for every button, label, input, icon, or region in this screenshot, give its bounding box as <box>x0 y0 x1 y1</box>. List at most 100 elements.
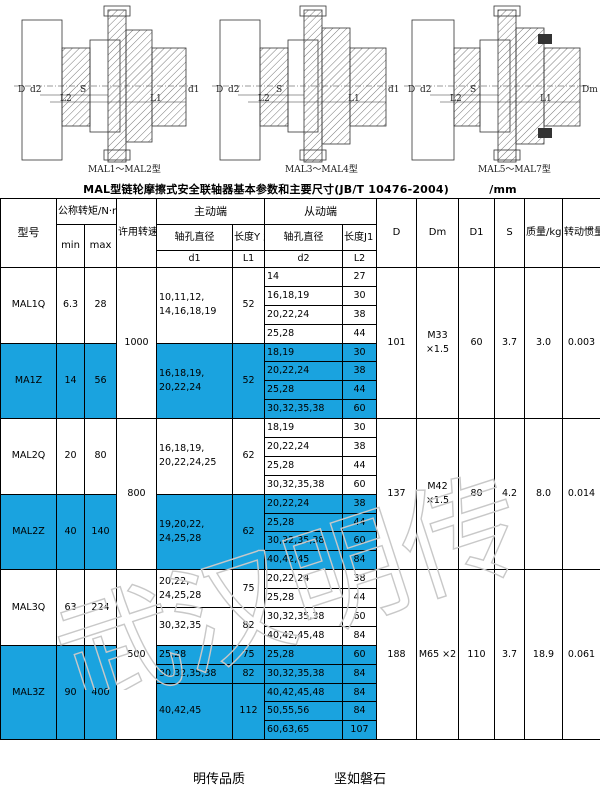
d2-cell: 40,42,45,48 <box>264 682 343 703</box>
diagram-caption-2: MAL3～MAL4型 <box>285 164 358 175</box>
L2-cell: 107 <box>342 720 377 741</box>
d2-cell: 25,28 <box>264 323 343 344</box>
d1-cell: 16,18,19, 20,22,24 <box>156 342 233 420</box>
svg-text:L2: L2 <box>450 94 462 104</box>
d2-cell: 50,55,56 <box>264 701 343 722</box>
L2-cell: 30 <box>342 418 377 439</box>
L2-cell: 60 <box>342 531 377 552</box>
d2-cell: 20,22,24 <box>264 361 343 382</box>
L1-cell: 82 <box>232 663 265 684</box>
d2-cell: 25,28 <box>264 380 343 401</box>
torque-min-cell: 40 <box>56 493 85 571</box>
diagram-caption-1: MAL1～MAL2型 <box>88 164 161 175</box>
L1-cell: 75 <box>232 569 265 609</box>
S-cell: 4.2 <box>494 418 525 571</box>
svg-text:d2: d2 <box>228 85 240 95</box>
Dm-cell: M33 ×1.5 <box>416 266 459 420</box>
L2-cell: 60 <box>342 474 377 495</box>
d2-cell: 30,32,35,38 <box>264 531 343 552</box>
d1-cell: 30,32,35,38 <box>156 663 233 684</box>
D-cell: 101 <box>376 266 417 420</box>
footer-slogan-right: 坚如磐石 <box>334 772 387 787</box>
d2-cell: 20,22,24 <box>264 569 343 590</box>
svg-text:S: S <box>276 85 282 95</box>
d2-cell: 20,22,24 <box>264 304 343 325</box>
S-cell: 3.7 <box>494 569 525 741</box>
diagram-mal5-mal7: D d2 S L2 L1 Dm MAL5～MAL7型 <box>404 5 598 175</box>
L2-cell: 44 <box>342 323 377 344</box>
svg-text:L2: L2 <box>258 94 270 104</box>
diagram-mal3-mal4: D d2 S L2 L1 d1 MAL3～MAL4型 <box>212 5 400 175</box>
D1-cell: 80 <box>458 418 495 571</box>
header-D: D <box>376 198 417 268</box>
torque-max-cell: 400 <box>84 644 117 741</box>
mass-cell: 3.0 <box>524 266 563 420</box>
D-cell: 137 <box>376 418 417 571</box>
torque-max-cell: 28 <box>84 267 117 344</box>
L2-cell: 60 <box>342 607 377 627</box>
L2-cell: 84 <box>342 663 377 684</box>
d1-cell: 16,18,19, 20,22,24,25 <box>156 418 233 495</box>
L2-cell: 30 <box>342 285 377 306</box>
speed-cell: 800 <box>116 418 157 571</box>
L2-cell: 84 <box>342 682 377 703</box>
d2-cell: 30,32,35,38 <box>264 607 343 627</box>
torque-min-cell: 6.3 <box>56 267 85 344</box>
L2-cell: 27 <box>342 267 377 287</box>
D1-cell: 60 <box>458 266 495 420</box>
L2-cell: 44 <box>342 455 377 476</box>
L2-cell: 44 <box>342 380 377 401</box>
L2-cell: 38 <box>342 569 377 590</box>
svg-text:L1: L1 <box>348 94 360 104</box>
L2-cell: 38 <box>342 493 377 514</box>
header-torque-max: max <box>84 224 117 268</box>
header-length-j1: 长度J1 型 <box>342 224 377 251</box>
d2-cell: 40,42,45 <box>264 550 343 571</box>
svg-text:L1: L1 <box>540 94 552 104</box>
d2-cell: 30,32,35,38 <box>264 399 343 420</box>
d1-cell: 19,20,22, 24,25,28 <box>156 493 233 571</box>
table-title: MAL型链轮摩擦式安全联轴器基本参数和主要尺寸(JB/T 10476-2004)… <box>83 183 517 196</box>
header-driven-end: 从动端 <box>264 198 377 225</box>
header-torque-min: min <box>56 224 85 268</box>
header-drive-end: 主动端 <box>156 198 265 225</box>
header-length-y: 长度Y 型 <box>232 224 265 251</box>
model-cell: MAL3Q <box>0 569 57 646</box>
header-Dm: Dm <box>416 198 459 268</box>
S-cell: 3.7 <box>494 266 525 420</box>
svg-text:D: D <box>18 85 25 95</box>
header-d2: d2 <box>264 250 343 268</box>
torque-max-cell: 224 <box>84 569 117 646</box>
header-L1: L1 <box>232 250 265 268</box>
header-S: S <box>494 198 525 268</box>
L2-cell: 60 <box>342 399 377 420</box>
svg-text:L2: L2 <box>60 94 72 104</box>
d2-cell: 20,22,24 <box>264 437 343 457</box>
d1-cell: 20,22, 24,25,28 <box>156 569 233 609</box>
diagram-mal1-mal2: D d2 S L2 L1 d1 MAL1～MAL2型 <box>14 5 200 175</box>
svg-text:d2: d2 <box>420 85 432 95</box>
model-cell: MAL2Q <box>0 418 57 495</box>
torque-min-cell: 14 <box>56 342 85 420</box>
header-torque: 公称转矩/N·m <box>56 198 117 225</box>
L2-cell: 84 <box>342 625 377 646</box>
header-model: 型号 <box>0 198 57 268</box>
svg-text:D: D <box>408 85 415 95</box>
L2-cell: 38 <box>342 361 377 382</box>
model-cell: MAL1Q <box>0 267 57 344</box>
torque-min-cell: 20 <box>56 418 85 495</box>
d2-cell: 20,22,24 <box>264 493 343 514</box>
header-bore-dia2: 轴孔直径 <box>264 224 343 251</box>
d2-cell: 18,19 <box>264 418 343 439</box>
svg-text:S: S <box>80 85 86 95</box>
svg-text:d2: d2 <box>30 85 42 95</box>
svg-text:d1: d1 <box>388 85 400 95</box>
header-inertia: 转动惯量/kg·m² <box>562 198 600 268</box>
torque-max-cell: 140 <box>84 493 117 571</box>
d1-cell: 10,11,12, 14,16,18,19 <box>156 267 233 344</box>
model-cell: MAL2Z <box>0 493 57 571</box>
d2-cell: 18,19 <box>264 342 343 363</box>
L1-cell: 75 <box>232 644 265 665</box>
L1-cell: 52 <box>232 342 265 420</box>
d2-cell: 14 <box>264 267 343 287</box>
